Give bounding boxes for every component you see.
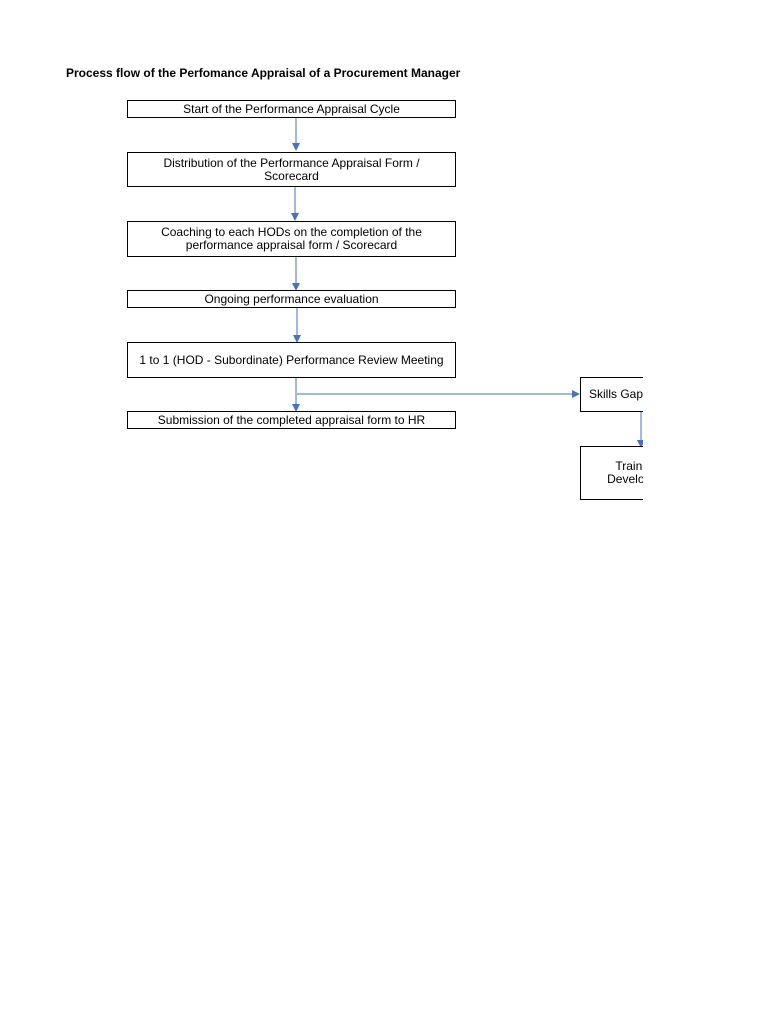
node-submission-label: Submission of the completed appraisal fo… [157, 412, 426, 427]
node-coaching-label: Coaching to each HODs on the completion … [161, 225, 422, 252]
node-skills-gap-label: Skills Gap [589, 387, 643, 401]
node-distribution: Distribution of the Performance Appraisa… [127, 152, 456, 187]
node-start: Start of the Performance Appraisal Cycle [127, 100, 456, 118]
diagram-title: Process flow of the Perfomance Appraisal… [66, 66, 461, 80]
diagram-canvas: Start of the Performance Appraisal Cycle… [127, 100, 643, 500]
node-ongoing: Ongoing performance evaluation [127, 290, 456, 308]
node-training: Training & Development [580, 446, 643, 500]
node-ongoing-label: Ongoing performance evaluation [204, 291, 379, 306]
connector-layer [291, 118, 643, 448]
node-start-label: Start of the Performance Appraisal Cycle [183, 101, 400, 116]
node-review-label: 1 to 1 (HOD - Subordinate) Performance R… [139, 352, 444, 367]
node-skills-gap: Skills Gap [580, 377, 643, 412]
node-submission: Submission of the completed appraisal fo… [127, 411, 456, 429]
node-review: 1 to 1 (HOD - Subordinate) Performance R… [127, 342, 456, 378]
node-coaching: Coaching to each HODs on the completion … [127, 221, 456, 257]
node-training-label: Training & Development [607, 459, 643, 486]
node-distribution-label: Distribution of the Performance Appraisa… [163, 155, 420, 183]
